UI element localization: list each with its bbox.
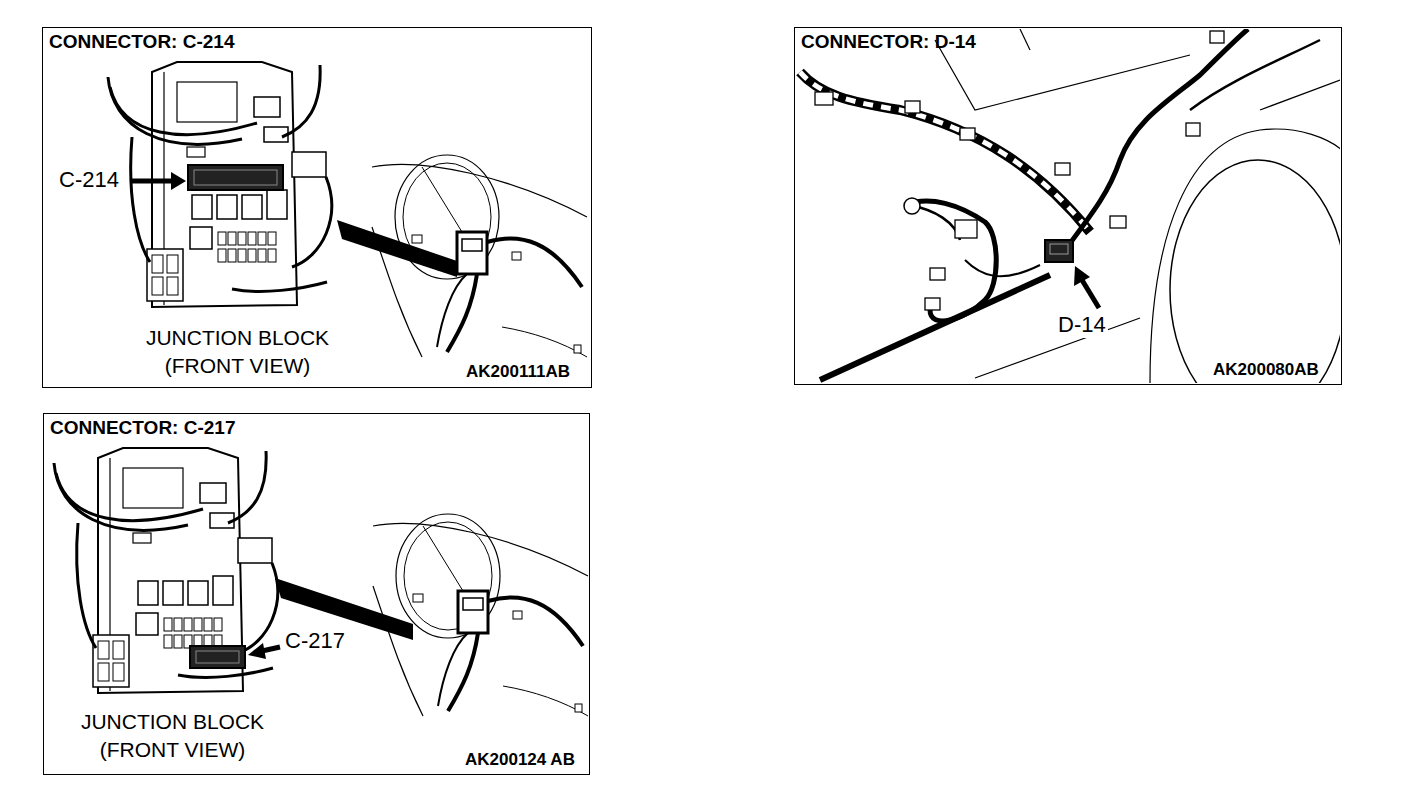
illustration-use <box>54 448 278 693</box>
illustration-path <box>1150 129 1340 383</box>
illustration-line <box>1020 29 1030 50</box>
callout-label: C-214 <box>57 167 121 193</box>
panel-heading: CONNECTOR: C-217 <box>44 414 241 442</box>
illustration-rect <box>188 165 283 190</box>
illustration-ellipse <box>1170 160 1340 383</box>
illustration-path <box>800 72 1090 232</box>
figure-code: AK200111AB <box>466 362 570 382</box>
illustration-g <box>815 31 1224 310</box>
illustration-rect <box>190 646 245 668</box>
illustration-use <box>373 514 588 716</box>
illustration-line <box>1260 80 1340 110</box>
c214-connector <box>130 165 283 190</box>
illustration-circle <box>904 198 920 214</box>
dashboard-illustration <box>373 514 588 716</box>
illustration-rect <box>815 92 833 105</box>
figure-code: AK200080AB <box>1213 360 1319 380</box>
illustration-path <box>1065 29 1248 250</box>
illustration-path <box>905 201 996 321</box>
illustration-rect <box>1050 244 1068 254</box>
illustration-line <box>820 275 1050 380</box>
junction-block-illustration <box>108 62 587 357</box>
callout-label: C-217 <box>283 628 347 654</box>
illustration-polygon <box>337 220 457 277</box>
illustration-rect <box>925 298 940 310</box>
illustration-rect <box>1055 163 1070 175</box>
illustration-rect <box>955 220 977 238</box>
illustration-use <box>108 62 332 307</box>
caption-label: JUNCTION BLOCK (FRONT VIEW) <box>55 708 290 764</box>
illustration-rect <box>1210 31 1224 43</box>
figure-code: AK200124 AB <box>465 750 575 770</box>
illustration-rect <box>960 128 975 140</box>
panel-heading: CONNECTOR: D-14 <box>795 28 982 56</box>
illustration-line <box>130 179 174 184</box>
illustration-rect <box>196 651 239 663</box>
illustration-rect <box>930 268 945 280</box>
illustration-path <box>965 260 1040 276</box>
illustration-path <box>1190 40 1320 110</box>
caption-label: JUNCTION BLOCK (FRONT VIEW) <box>120 324 355 380</box>
illustration-line <box>262 647 280 651</box>
callout-label: D-14 <box>1056 312 1108 338</box>
illustration-polygon <box>248 643 266 659</box>
junction-block-illustration <box>54 448 278 693</box>
illustration-rect <box>194 170 277 185</box>
illustration-rect <box>1045 240 1073 262</box>
illustration-path <box>800 72 1090 232</box>
illustration-rect <box>1110 216 1126 228</box>
illustration-line <box>1082 280 1099 308</box>
illustration-polygon <box>1074 266 1090 286</box>
panel-heading: CONNECTOR: C-214 <box>43 28 240 56</box>
illustration-rect <box>905 101 920 113</box>
c217-connector <box>190 578 413 668</box>
illustration-rect <box>1186 123 1200 136</box>
illustration-polygon <box>171 172 186 190</box>
d14-harness-illustration <box>800 29 1340 383</box>
